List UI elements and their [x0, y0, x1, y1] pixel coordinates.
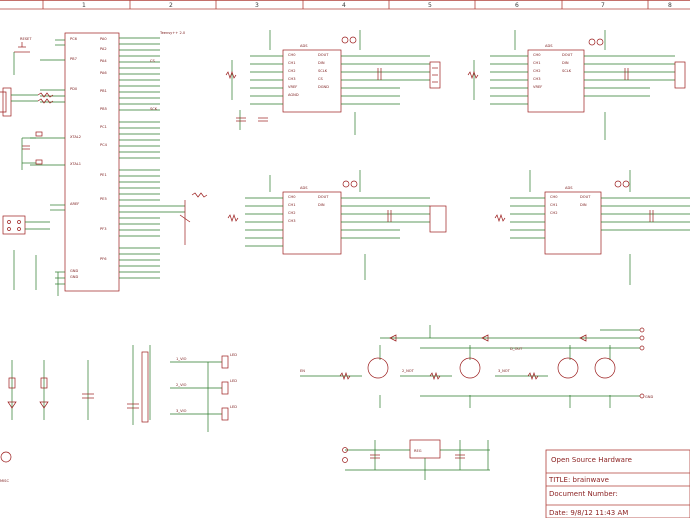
svg-text:LED: LED	[230, 379, 237, 383]
ruler-col-8: 8	[668, 2, 672, 9]
svg-text:REG: REG	[414, 449, 422, 453]
svg-text:ADS: ADS	[545, 44, 553, 48]
svg-text:DOUT: DOUT	[318, 53, 329, 57]
svg-text:PA4: PA4	[100, 59, 107, 63]
svg-text:CH0: CH0	[288, 195, 296, 199]
title-block: Open Source Hardware TITLE: brainwave Do…	[545, 449, 690, 519]
svg-text:PE1: PE1	[100, 173, 107, 177]
title-block-document: Document Number:	[549, 490, 618, 498]
svg-text:PF3: PF3	[100, 227, 107, 231]
svg-text:DIN: DIN	[562, 61, 569, 65]
ruler-col-2: 2	[169, 2, 173, 9]
svg-text:SCLK: SCLK	[562, 69, 572, 73]
title-block-date: Date: 9/8/12 11:43 AM	[549, 509, 628, 517]
svg-text:PC6: PC6	[70, 37, 78, 41]
svg-text:AREF: AREF	[70, 202, 79, 206]
svg-text:EN: EN	[300, 369, 305, 373]
svg-text:GND: GND	[70, 269, 78, 273]
svg-text:RESET: RESET	[20, 37, 32, 41]
svg-text:2_NOT: 2_NOT	[402, 369, 415, 373]
voltage-regulator-section: REG	[342, 439, 490, 480]
svg-text:Teensy++ 2.0: Teensy++ 2.0	[159, 31, 186, 35]
svg-text:PA2: PA2	[100, 47, 107, 51]
svg-text:CH2: CH2	[288, 211, 296, 215]
svg-text:SCLK: SCLK	[318, 69, 328, 73]
ruler-col-6: 6	[515, 2, 519, 9]
svg-text:PC4: PC4	[100, 143, 108, 147]
svg-text:GND: GND	[645, 395, 653, 399]
svg-text:CH3: CH3	[288, 219, 296, 223]
svg-text:CH2: CH2	[533, 69, 541, 73]
drawing-frame	[0, 0, 690, 10]
ruler-col-4: 4	[342, 2, 346, 9]
svg-text:1_VIO: 1_VIO	[176, 357, 187, 361]
svg-text:PC1: PC1	[100, 125, 107, 129]
svg-text:DOUT: DOUT	[562, 53, 573, 57]
svg-text:CH3: CH3	[288, 77, 296, 81]
svg-text:LED: LED	[230, 405, 237, 409]
svg-text:PD0: PD0	[70, 87, 78, 91]
svg-text:PB1: PB1	[100, 89, 107, 93]
svg-text:CH0: CH0	[533, 53, 541, 57]
title-block-company: Open Source Hardware	[551, 456, 632, 464]
ruler-col-5: 5	[428, 2, 432, 9]
svg-text:CH1: CH1	[288, 61, 296, 65]
svg-text:VREF: VREF	[533, 85, 542, 89]
title-block-title: TITLE: brainwave	[548, 476, 609, 484]
column-ruler: 1 2 3 4 5 6 7 8	[82, 2, 672, 9]
svg-text:DOUT: DOUT	[580, 195, 591, 199]
mosfet-driver-section: EN 2_NOT 3_NOT D_OUT GND	[300, 325, 653, 408]
ruler-col-7: 7	[601, 2, 605, 9]
svg-text:VREF: VREF	[288, 85, 297, 89]
svg-text:PA0: PA0	[100, 37, 107, 41]
svg-text:CH1: CH1	[550, 203, 558, 207]
led-indicator-section: MISC LED LED LED 1_VIO 2_VIO 3_VIO	[0, 345, 237, 483]
svg-text:ADS: ADS	[565, 186, 573, 190]
svg-text:CH1: CH1	[533, 61, 541, 65]
svg-text:AGND: AGND	[288, 93, 299, 97]
svg-text:PF6: PF6	[100, 257, 107, 261]
svg-text:DOUT: DOUT	[318, 195, 329, 199]
svg-text:LED: LED	[230, 353, 237, 357]
svg-text:CS: CS	[318, 77, 324, 81]
svg-text:PE5: PE5	[100, 197, 107, 201]
ruler-col-3: 3	[255, 2, 259, 9]
svg-text:XTAL1: XTAL1	[70, 162, 81, 166]
svg-text:3_NOT: 3_NOT	[498, 369, 511, 373]
svg-text:CS: CS	[150, 59, 156, 63]
svg-text:CH3: CH3	[533, 77, 541, 81]
svg-text:CH0: CH0	[288, 53, 296, 57]
svg-text:PB7: PB7	[70, 57, 77, 61]
svg-text:PB5: PB5	[100, 107, 107, 111]
svg-text:GND: GND	[70, 275, 78, 279]
svg-text:DIN: DIN	[318, 61, 325, 65]
svg-text:MISC: MISC	[0, 479, 9, 483]
ruler-col-1: 1	[82, 2, 86, 9]
svg-text:DGND: DGND	[318, 85, 329, 89]
svg-text:ADS: ADS	[300, 186, 308, 190]
svg-text:XTAL2: XTAL2	[70, 135, 81, 139]
svg-text:SCK: SCK	[150, 107, 158, 111]
svg-text:3_VIO: 3_VIO	[176, 409, 187, 413]
svg-text:DIN: DIN	[318, 203, 325, 207]
svg-text:CH0: CH0	[550, 195, 558, 199]
svg-text:DIN: DIN	[580, 203, 587, 207]
svg-text:ADS: ADS	[300, 44, 308, 48]
svg-text:CH1: CH1	[288, 203, 296, 207]
svg-text:CH2: CH2	[288, 69, 296, 73]
svg-text:CH2: CH2	[550, 211, 558, 215]
svg-text:D_OUT: D_OUT	[510, 347, 523, 351]
svg-text:PA6: PA6	[100, 71, 107, 75]
svg-text:2_VIO: 2_VIO	[176, 383, 187, 387]
